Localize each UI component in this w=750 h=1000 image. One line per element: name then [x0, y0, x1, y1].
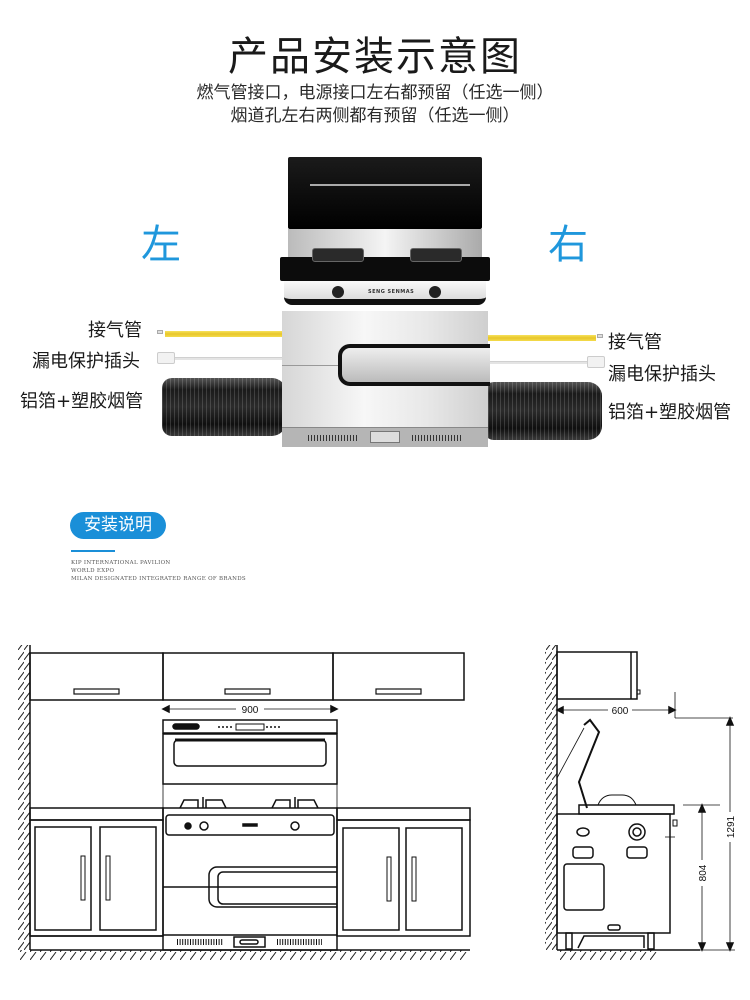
front-view-drawing: 900	[18, 645, 471, 960]
control-panel: SENG SENMAS	[284, 281, 486, 305]
left-power-plug-icon	[157, 352, 175, 364]
plinth-handle	[370, 431, 400, 443]
left-exhaust-duct-label: 铝箔+塑胶烟管	[20, 391, 144, 412]
right-power-plug-icon	[587, 356, 605, 368]
left-knob-icon	[332, 286, 344, 298]
left-exhaust-duct	[162, 378, 286, 436]
left-burner-icon	[312, 248, 364, 262]
range-hood	[288, 157, 482, 229]
left-gas-pipe	[165, 331, 283, 337]
page-title: 产品安装示意图	[228, 34, 522, 80]
left-power-plug-label: 漏电保护插头	[32, 351, 140, 372]
right-power-plug-label: 漏电保护插头	[608, 364, 716, 385]
left-power-cable	[175, 357, 283, 360]
caption-line-1: KIP INTERNATIONAL PAVILION	[71, 560, 171, 566]
install-instructions-badge: 安装说明	[70, 512, 166, 539]
badge-underline	[71, 550, 115, 552]
right-side-label: 右	[548, 222, 588, 268]
left-side-label: 左	[141, 222, 181, 268]
drawer-handle	[338, 344, 490, 386]
right-gas-pipe-tip-icon	[597, 334, 603, 338]
right-gas-pipe	[488, 335, 596, 341]
subtitle-gas-power: 燃气管接口，电源接口左右都预留（任选一侧）	[196, 83, 554, 103]
side-depth-dimension: 600	[612, 706, 629, 717]
stove-plinth	[282, 427, 488, 447]
right-exhaust-duct-label: 铝箔+塑胶烟管	[608, 402, 732, 423]
right-exhaust-duct	[484, 382, 602, 440]
stove-cabinet	[282, 311, 490, 427]
left-gas-pipe-tip-icon	[157, 330, 163, 334]
left-vent-icon	[308, 435, 358, 441]
right-gas-pipe-label: 接气管	[608, 332, 662, 353]
right-vent-icon	[412, 435, 462, 441]
integrated-stove-photo: SENG SENMAS	[280, 157, 490, 450]
right-knob-icon	[429, 286, 441, 298]
counter-height-dimension: 804	[698, 864, 709, 881]
caption-line-2: WORLD EXPO	[71, 568, 115, 574]
total-height-dimension: 1291	[726, 815, 737, 838]
brand-logo: SENG SENMAS	[368, 289, 415, 295]
right-power-cable	[488, 361, 588, 364]
front-width-dimension: 900	[242, 705, 259, 716]
right-burner-icon	[410, 248, 462, 262]
caption-line-3: MILAN DESIGNATED INTEGRATED RANGE OF BRA…	[71, 576, 246, 582]
subtitle-flue: 烟道孔左右两侧都有预留（任选一侧）	[230, 106, 520, 126]
left-gas-pipe-label: 接气管	[88, 320, 142, 341]
side-view-drawing: 600 804 1291	[545, 645, 737, 960]
